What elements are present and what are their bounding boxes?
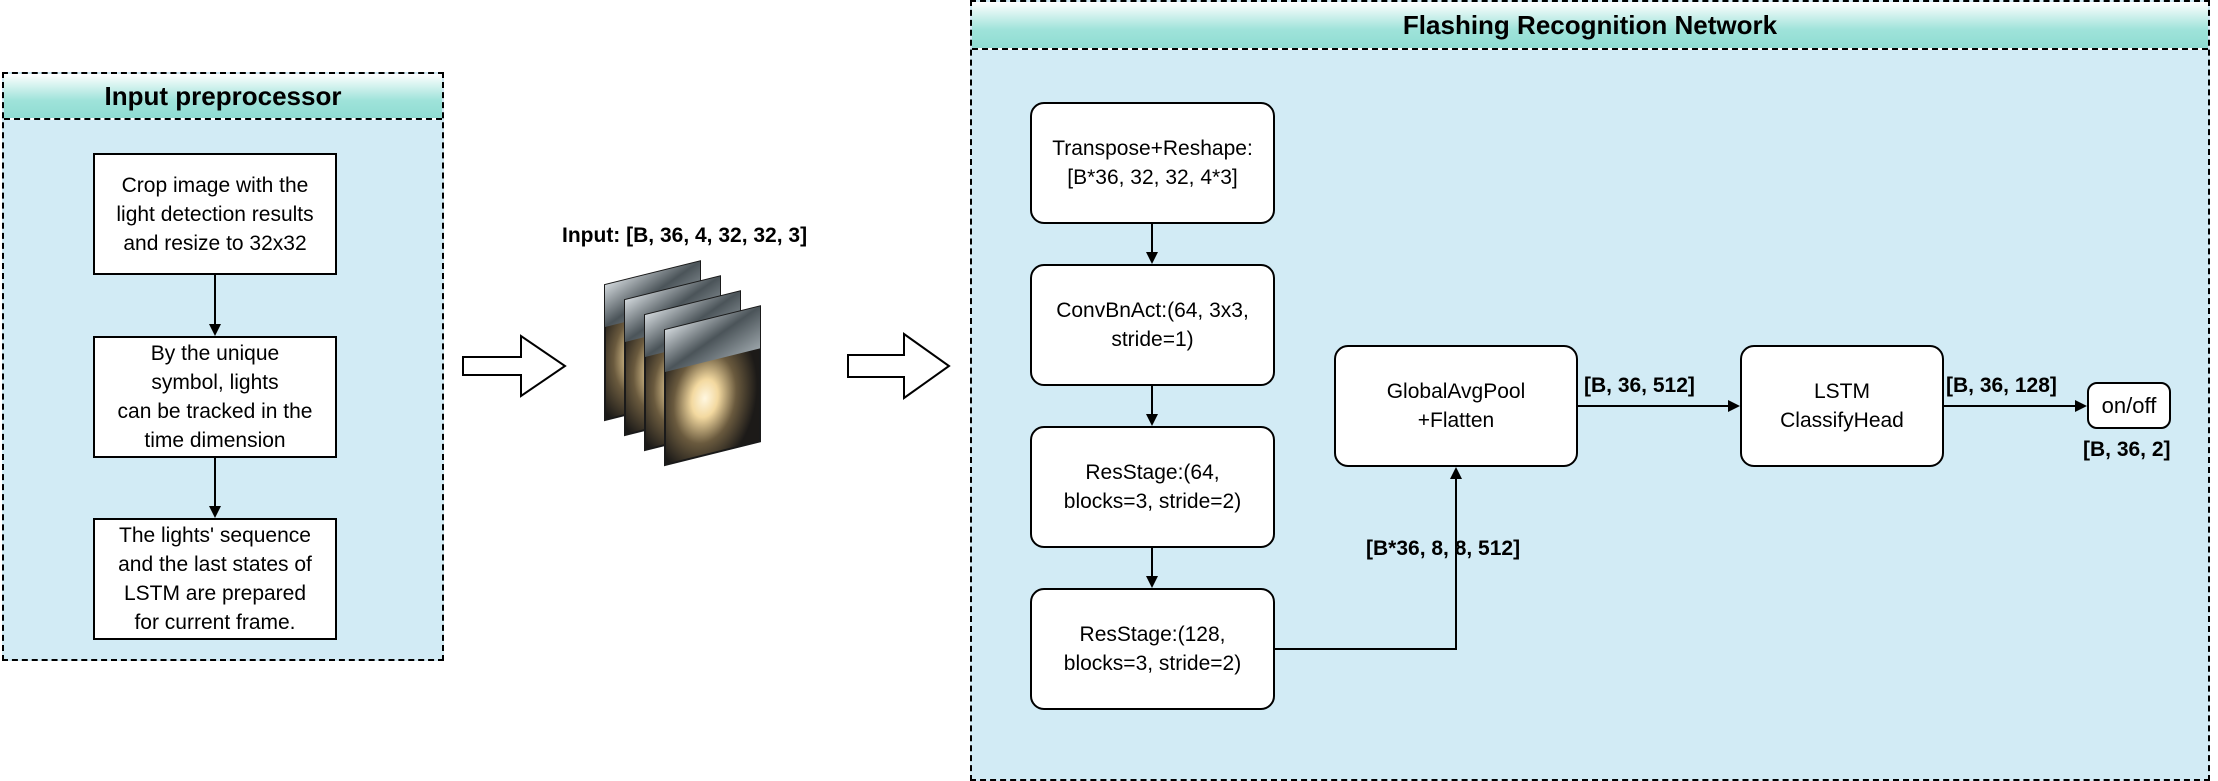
sequence-step-box: The lights' sequence and the last states… [93, 518, 337, 640]
resstage-64-block: ResStage:(64, blocks=3, stride=2) [1030, 426, 1275, 548]
pool-output-shape-label: [B, 36, 512] [1584, 374, 1695, 397]
resstage-output-shape-label: [B*36, 8, 8, 512] [1366, 537, 1521, 560]
transpose-reshape-block: Transpose+Reshape: [B*36, 32, 32, 4*3] [1030, 102, 1275, 224]
lstm-classify-head-block: LSTM ClassifyHead [1740, 345, 1944, 467]
on-off-output-box: on/off [2087, 382, 2171, 429]
globalavgpool-block: GlobalAvgPool +Flatten [1334, 345, 1578, 467]
crop-step-box: Crop image with the light detection resu… [93, 153, 337, 275]
panel-title: Flashing Recognition Network [972, 2, 2208, 50]
panel-title: Input preprocessor [4, 74, 442, 120]
lstm-output-shape-label: [B, 36, 128] [1946, 374, 2057, 397]
resstage-128-block: ResStage:(128, blocks=3, stride=2) [1030, 588, 1275, 710]
convbnact-block: ConvBnAct:(64, 3x3, stride=1) [1030, 264, 1275, 386]
input-to-network-arrow [847, 332, 951, 400]
final-output-shape-label: [B, 36, 2] [2083, 438, 2171, 461]
preprocessor-to-input-arrow [462, 334, 567, 398]
headlight-frame-stack-icon [604, 260, 761, 467]
resstage128-to-pool-arrow [1275, 467, 1462, 650]
tracking-step-box: By the unique symbol, lights can be trac… [93, 336, 337, 458]
input-shape-label: Input: [B, 36, 4, 32, 32, 3] [562, 224, 808, 247]
